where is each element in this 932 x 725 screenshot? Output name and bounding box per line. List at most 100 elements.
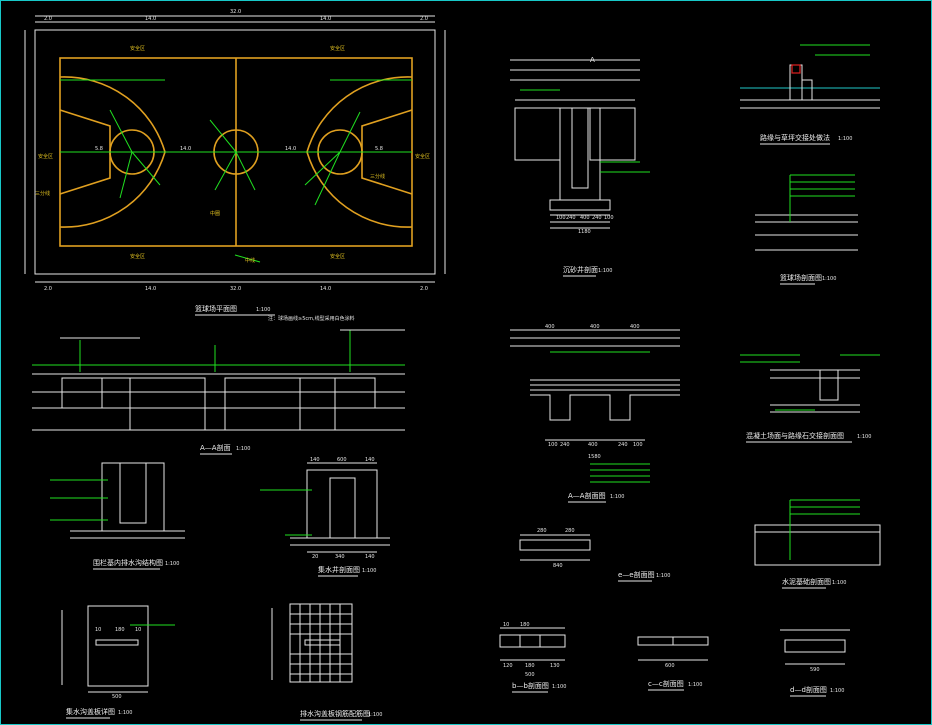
svg-text:中圈: 中圈 <box>210 210 220 217</box>
svg-text:1:100: 1:100 <box>688 682 702 688</box>
svg-text:1:100: 1:100 <box>822 276 836 282</box>
svg-text:三分线: 三分线 <box>35 190 50 197</box>
svg-text:280: 280 <box>565 528 575 534</box>
svg-text:1:100: 1:100 <box>256 307 270 313</box>
svg-text:240: 240 <box>566 215 576 221</box>
svg-text:400: 400 <box>630 324 640 330</box>
svg-text:1:100: 1:100 <box>165 561 179 567</box>
ee-section: 280 280 840 e—e剖面图 1:100 <box>519 528 670 582</box>
svg-text:1:100: 1:100 <box>598 268 612 274</box>
svg-text:1:100: 1:100 <box>362 568 376 574</box>
dd-section: 590 d—d剖面图 1:100 <box>780 629 850 697</box>
sump-section: 140 600 140 20 340 140 集水井剖面图 1:100 <box>260 457 390 577</box>
svg-text:2.0: 2.0 <box>420 16 428 22</box>
svg-text:600: 600 <box>337 457 347 463</box>
cement-base-section: 水泥基础剖面图 1:100 <box>754 499 881 589</box>
sump-title: 集水井剖面图 <box>318 565 360 574</box>
svg-text:1:100: 1:100 <box>838 136 852 142</box>
svg-text:140: 140 <box>310 457 320 463</box>
svg-text:A: A <box>590 56 595 64</box>
svg-text:5.8: 5.8 <box>375 146 383 152</box>
svg-text:1:100: 1:100 <box>656 573 670 579</box>
svg-text:400: 400 <box>590 324 600 330</box>
aa-left-title: A—A剖面 <box>200 443 231 452</box>
svg-text:14.0: 14.0 <box>145 16 156 22</box>
svg-text:1180: 1180 <box>578 229 591 235</box>
svg-text:安全区: 安全区 <box>38 153 53 160</box>
zone-label-bottom-right: 安全区 <box>330 253 345 260</box>
svg-text:三分线: 三分线 <box>370 173 385 180</box>
court-plan: 32.0 2.0 14.0 14.0 2.0 2.0 14.0 32.0 14.… <box>24 9 446 322</box>
bb-section: 10 180 120 180 130 500 b—b剖面图 1:100 <box>499 622 566 693</box>
bb-title: b—b剖面图 <box>512 681 549 690</box>
svg-text:400: 400 <box>588 442 598 448</box>
cc-section: 600 c—c剖面图 1:100 <box>637 636 709 691</box>
svg-text:5.8: 5.8 <box>95 146 103 152</box>
svg-text:10: 10 <box>95 627 101 633</box>
zone-label-top-left: 安全区 <box>130 45 145 52</box>
aa-mid-title: A—A剖面图 <box>568 491 606 500</box>
svg-text:安全区: 安全区 <box>415 153 430 160</box>
svg-text:1:100: 1:100 <box>830 688 844 694</box>
court-overall-dim: 32.0 <box>230 9 241 15</box>
svg-text:500: 500 <box>525 672 535 678</box>
svg-text:100: 100 <box>633 442 643 448</box>
svg-text:14.0: 14.0 <box>285 146 296 152</box>
svg-text:240: 240 <box>618 442 628 448</box>
svg-text:140: 140 <box>365 457 375 463</box>
sand-pit-title: 沉砂井剖面 <box>563 265 598 274</box>
svg-text:500: 500 <box>112 694 122 700</box>
concrete-curb-title: 混凝土场面与路缘石交接剖面图 <box>746 431 844 440</box>
court-note: 注：球场画线≥5cm,线型采用白色涂料 <box>268 315 355 322</box>
cement-base-title: 水泥基础剖面图 <box>782 577 831 586</box>
svg-text:14.0: 14.0 <box>145 286 156 292</box>
svg-text:180: 180 <box>115 627 125 633</box>
svg-text:600: 600 <box>665 663 675 669</box>
svg-text:400: 400 <box>580 215 590 221</box>
svg-text:180: 180 <box>520 622 530 628</box>
svg-text:10: 10 <box>135 627 141 633</box>
svg-text:20: 20 <box>312 554 318 560</box>
svg-text:130: 130 <box>550 663 560 669</box>
dd-title: d—d剖面图 <box>790 685 827 694</box>
svg-text:280: 280 <box>537 528 547 534</box>
svg-text:180: 180 <box>525 663 535 669</box>
svg-text:340: 340 <box>335 554 345 560</box>
svg-text:14.0: 14.0 <box>320 286 331 292</box>
ee-title: e—e剖面图 <box>618 570 655 579</box>
sand-pit-section: A 100 240 400 240 100 1180 沉砂井剖面 1:100 <box>510 56 650 277</box>
curb-lawn-junction: 路缘与草坪交接处做法 1:100 <box>740 44 880 145</box>
svg-text:1:100: 1:100 <box>368 712 382 718</box>
svg-text:32.0: 32.0 <box>230 286 241 292</box>
svg-text:1580: 1580 <box>588 454 601 460</box>
svg-text:100: 100 <box>556 215 566 221</box>
svg-text:1:100: 1:100 <box>236 446 250 452</box>
aa-section-mid: 400 400 400 100 240 400 240 100 1580 A—A… <box>510 324 680 503</box>
svg-text:840: 840 <box>553 563 563 569</box>
svg-text:140: 140 <box>365 554 375 560</box>
svg-text:2.0: 2.0 <box>420 286 428 292</box>
svg-text:1:100: 1:100 <box>857 434 871 440</box>
svg-text:590: 590 <box>810 667 820 673</box>
svg-text:1:100: 1:100 <box>552 684 566 690</box>
cc-title: c—c剖面图 <box>648 679 684 688</box>
plate-detail-title: 排水沟盖板钢筋配筋图 <box>300 709 370 718</box>
plate-plan-title: 集水沟盖板详图 <box>66 707 115 716</box>
svg-text:240: 240 <box>560 442 570 448</box>
court-section-title: 篮球场剖面图 <box>780 273 822 282</box>
concrete-curb-junction: 混凝土场面与路缘石交接剖面图 1:100 <box>740 354 880 443</box>
svg-text:中线: 中线 <box>245 257 255 264</box>
court-outer-boundary <box>34 29 436 275</box>
plate-rebar-detail: 排水沟盖板钢筋配筋图 1:100 <box>271 603 382 721</box>
drain-ditch-section: 围栏基内排水沟结构图 1:100 <box>50 462 185 570</box>
svg-text:1:100: 1:100 <box>610 494 624 500</box>
svg-text:100: 100 <box>604 215 614 221</box>
zone-label-bottom-left: 安全区 <box>130 253 145 260</box>
curb-title: 路缘与草坪交接处做法 <box>760 133 830 142</box>
svg-text:400: 400 <box>545 324 555 330</box>
svg-text:14.0: 14.0 <box>320 16 331 22</box>
svg-text:14.0: 14.0 <box>180 146 191 152</box>
svg-text:10: 10 <box>503 622 509 628</box>
